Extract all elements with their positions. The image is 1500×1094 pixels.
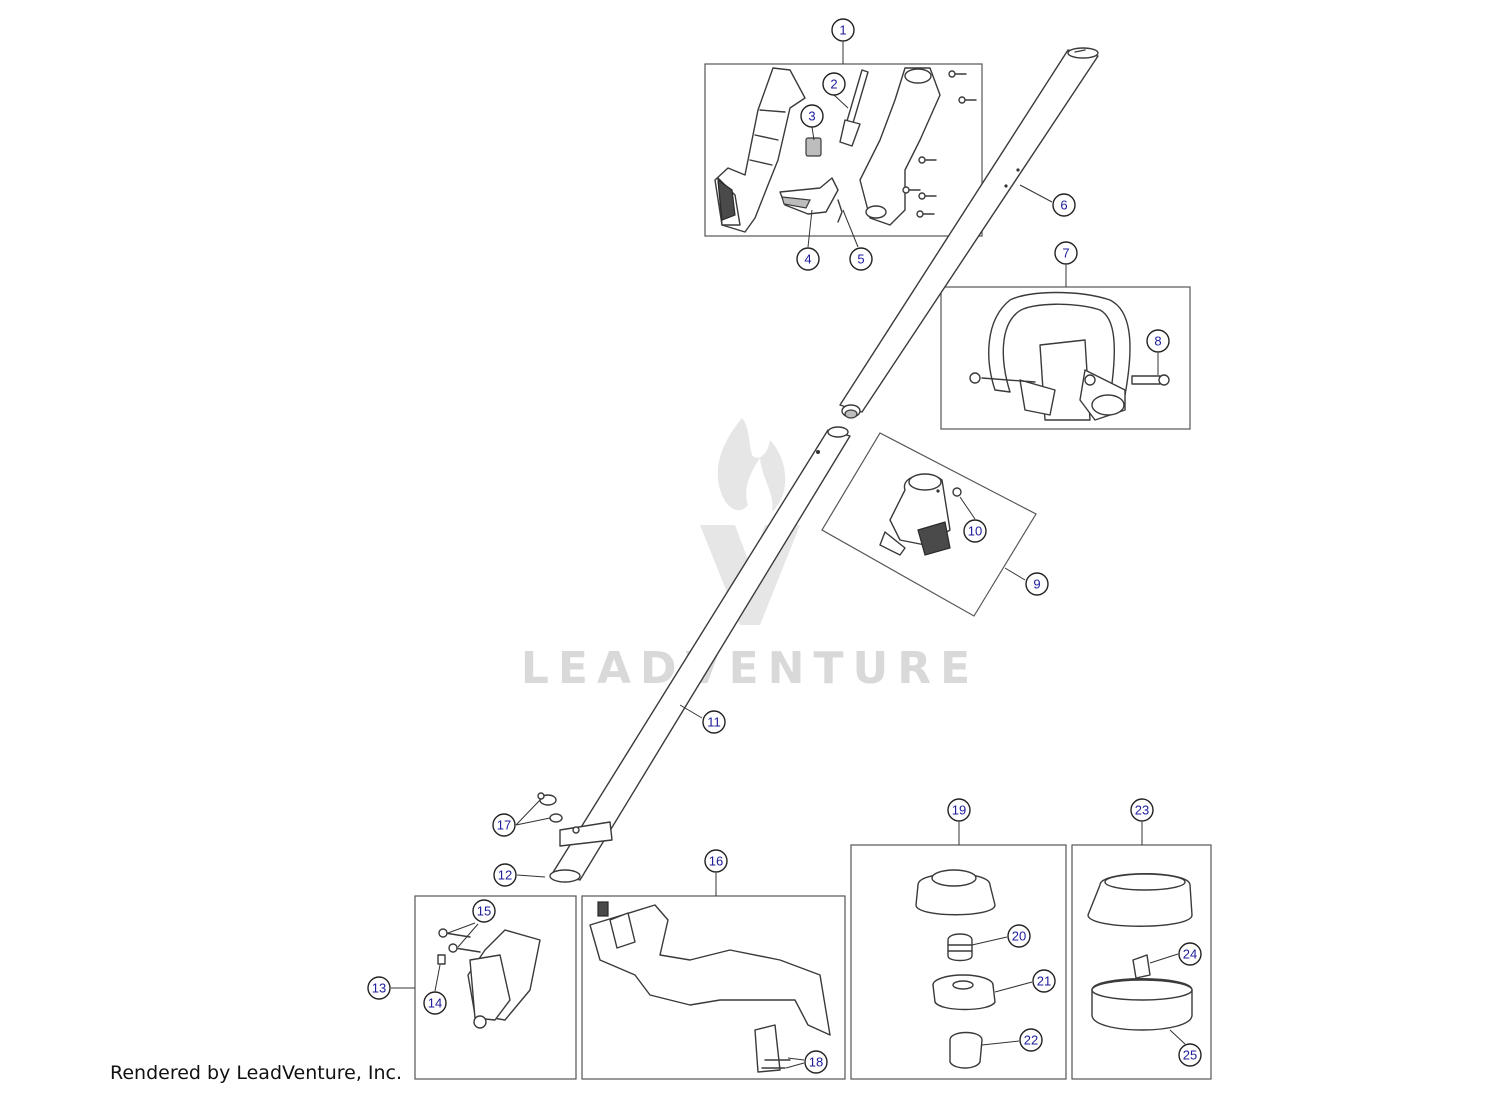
footer-credit: Rendered by LeadVenture, Inc. [110, 1062, 403, 1084]
callout-17[interactable]: 17 [492, 813, 516, 837]
svg-text:6: 6 [1060, 198, 1067, 213]
svg-text:1: 1 [839, 23, 846, 38]
svg-text:13: 13 [372, 981, 386, 996]
group-boxes [414, 63, 1212, 1080]
trimmer-head-parts [915, 869, 996, 1069]
callout-18[interactable]: 18 [804, 1050, 828, 1074]
lower-shaft [549, 426, 851, 883]
handle-assembly-parts [714, 67, 977, 233]
svg-text:7: 7 [1062, 246, 1069, 261]
callout-12[interactable]: 12 [493, 863, 517, 887]
callout-10[interactable]: 10 [963, 519, 987, 543]
flame-v-logo-icon [700, 418, 800, 625]
callout-2[interactable]: 2 [822, 72, 846, 96]
callout-7[interactable]: 7 [1054, 241, 1078, 265]
callout-3[interactable]: 3 [800, 104, 824, 128]
gearhead-parts [437, 928, 541, 1029]
svg-text:24: 24 [1183, 947, 1197, 962]
svg-text:17: 17 [497, 818, 511, 833]
callout-5[interactable]: 5 [849, 247, 873, 271]
washer-parts [537, 792, 563, 823]
svg-text:25: 25 [1183, 1048, 1197, 1063]
callout-19[interactable]: 19 [947, 798, 971, 822]
svg-text:20: 20 [1012, 929, 1026, 944]
box-guard [581, 895, 846, 1080]
svg-text:14: 14 [428, 996, 442, 1011]
svg-text:4: 4 [804, 252, 811, 267]
fixed-head-parts [1087, 873, 1193, 1031]
callout-1[interactable]: 1 [831, 18, 855, 42]
front-handle-parts [969, 291, 1170, 421]
svg-text:8: 8 [1154, 334, 1161, 349]
svg-text:3: 3 [808, 109, 815, 124]
callout-4[interactable]: 4 [796, 247, 820, 271]
svg-text:15: 15 [477, 904, 491, 919]
svg-text:10: 10 [968, 524, 982, 539]
svg-text:22: 22 [1024, 1033, 1038, 1048]
svg-text:11: 11 [707, 715, 721, 730]
callout-23[interactable]: 23 [1130, 798, 1154, 822]
watermark-text: LEADVENTURE [521, 643, 979, 694]
callout-20[interactable]: 20 [1007, 924, 1031, 948]
svg-text:16: 16 [709, 854, 723, 869]
svg-text:12: 12 [498, 868, 512, 883]
callout-13[interactable]: 13 [367, 976, 391, 1000]
callouts: 1 2 3 4 5 6 7 8 9 10 11 12 13 14 15 16 1… [367, 18, 1202, 1074]
callout-25[interactable]: 25 [1178, 1043, 1202, 1067]
watermark: LEADVENTURE [521, 418, 979, 694]
svg-text:18: 18 [809, 1055, 823, 1070]
callout-16[interactable]: 16 [704, 849, 728, 873]
svg-text:19: 19 [952, 803, 966, 818]
upper-shaft [839, 47, 1099, 419]
box-coupler [821, 432, 1037, 617]
callout-21[interactable]: 21 [1032, 969, 1056, 993]
callout-9[interactable]: 9 [1025, 572, 1049, 596]
leader-lines [391, 42, 1186, 1069]
svg-text:2: 2 [830, 77, 837, 92]
svg-text:5: 5 [857, 252, 864, 267]
callout-15[interactable]: 15 [472, 899, 496, 923]
guard-parts [589, 901, 831, 1073]
callout-22[interactable]: 22 [1019, 1028, 1043, 1052]
callout-11[interactable]: 11 [702, 710, 726, 734]
callout-8[interactable]: 8 [1146, 329, 1170, 353]
svg-text:23: 23 [1135, 803, 1149, 818]
callout-24[interactable]: 24 [1178, 942, 1202, 966]
svg-text:21: 21 [1037, 974, 1051, 989]
coupler-parts [879, 473, 962, 556]
callout-14[interactable]: 14 [423, 991, 447, 1015]
callout-6[interactable]: 6 [1052, 193, 1076, 217]
svg-text:9: 9 [1033, 577, 1040, 592]
